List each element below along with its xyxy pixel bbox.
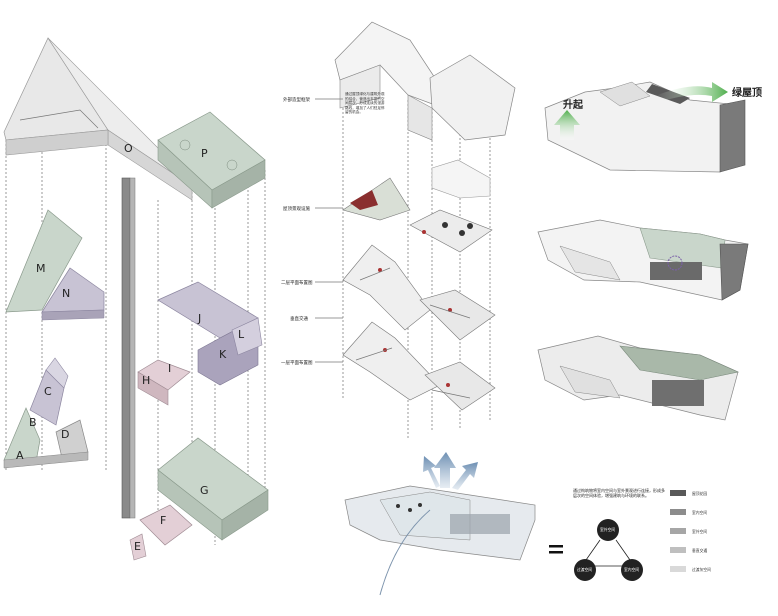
- annotation-second-floor: 二层平面布置图: [281, 279, 313, 286]
- zone-label-p: P: [201, 147, 208, 160]
- air-flow-arrow: [434, 452, 456, 488]
- entrance-marker: [667, 255, 683, 271]
- zone-label-a: A: [16, 449, 24, 462]
- legend-swatch: [670, 566, 686, 572]
- rise-label: 升起: [563, 98, 584, 111]
- flow-diagram: [344, 452, 536, 596]
- massing-diagram-middle: [537, 219, 749, 301]
- exploded-floor-axonometric: 外部造型框架 屋顶景观设施 二层平面布置图 垂直交通 一层平面布置图 通过屋顶绿…: [281, 21, 516, 440]
- zone-hi-block: [137, 359, 191, 406]
- zone-label-b: B: [29, 416, 37, 429]
- circle-indoor-space: [621, 559, 643, 581]
- zone-abcd-block: [3, 357, 89, 469]
- legend-item: 室外空间: [670, 528, 707, 534]
- equals-sign: [549, 545, 563, 554]
- legend-swatch: [670, 509, 686, 515]
- annotation-roof-garden: 屋顶景观设施: [283, 205, 310, 212]
- circle-transition-space: [574, 559, 596, 581]
- circle-top-label: 室外空间: [600, 527, 615, 532]
- exploded-projection-lines: [342, 60, 491, 440]
- zone-letters: O P M N J L K I H C B D A G F E: [16, 142, 245, 553]
- annotation-first-floor: 一层平面布置图: [281, 359, 313, 366]
- second-floor-level: [342, 244, 496, 341]
- annotation-roof: 外部造型框架: [283, 96, 310, 103]
- green-roof-arrow: [655, 82, 728, 102]
- zone-efg-block: [129, 437, 269, 561]
- legend-label: 过渡灰空间: [692, 567, 711, 572]
- legend: 屋顶花园 室内空间 室外空间 垂直交通 过渡灰空间: [670, 490, 711, 572]
- legend-intro: 通过构筑物将室内空间与室外景观进行连接，形成多层次的空间体验，增强建筑与环境的联…: [573, 488, 665, 498]
- legend-item: 屋顶花园: [670, 490, 707, 496]
- circle-outdoor-space: [597, 519, 619, 541]
- zone-label-d: D: [61, 428, 69, 441]
- small-volume: [431, 159, 491, 199]
- zone-label-i: I: [168, 362, 171, 375]
- legend-intro-text: 通过构筑物将室内空间与室外景观进行连接，形成多层次的空间体验，增强建筑与环境的联…: [573, 488, 665, 498]
- air-flow-arrow-right: [452, 462, 478, 490]
- zone-label-f: F: [160, 514, 166, 527]
- legend-label: 室外空间: [692, 529, 707, 534]
- zone-p-block: [157, 111, 266, 209]
- zone-label-j: J: [197, 312, 201, 325]
- vertical-core: [121, 177, 136, 519]
- massing-diagram-top: 升起 绿屋顶: [544, 81, 762, 173]
- zone-o-roof-plate: [3, 37, 193, 201]
- space-relationship-diagram: 室外空间 过渡空间 室内空间: [574, 519, 643, 581]
- annotation-leaders: [315, 98, 343, 363]
- first-floor-level: [342, 321, 496, 411]
- zone-jkl-block: [157, 281, 263, 386]
- legend-label: 屋顶花园: [692, 491, 707, 496]
- zone-label-g: G: [200, 484, 209, 497]
- zone-label-m: M: [36, 262, 46, 275]
- zone-label-h: H: [142, 374, 150, 387]
- circle-right-label: 室内空间: [624, 567, 639, 572]
- zone-label-k: K: [219, 348, 227, 361]
- green-roof-label: 绿屋顶: [732, 86, 762, 99]
- zone-label-n: N: [62, 287, 70, 300]
- legend-item: 垂直交通: [670, 547, 707, 553]
- legend-label: 垂直交通: [692, 548, 707, 553]
- massing-diagram-bottom: [537, 335, 739, 421]
- rise-arrow: [554, 110, 580, 140]
- annotation-vertical-traffic: 垂直交通: [290, 315, 308, 322]
- legend-item: 过渡灰空间: [670, 566, 711, 572]
- description-block: 通过屋顶绿化与建筑外观的结合，营造出丰富的空间层次，形成连续的漫游路线，增加了人…: [345, 92, 385, 115]
- legend-item: 室内空间: [670, 509, 707, 515]
- zone-mn-block: [5, 209, 105, 321]
- zone-label-l: L: [238, 328, 245, 341]
- roof-garden-level: [342, 177, 493, 253]
- air-flow-arrow-left: [423, 456, 440, 488]
- legend-swatch: [670, 528, 686, 534]
- zone-label-o: O: [124, 142, 133, 155]
- legend-swatch: [670, 547, 686, 553]
- description-text: 通过屋顶绿化与建筑外观的结合，营造出丰富的空间层次，形成连续的漫游路线，增加了人…: [345, 92, 385, 115]
- legend-label: 室内空间: [692, 510, 707, 515]
- legend-swatch: [670, 490, 686, 496]
- zone-label-e: E: [134, 540, 141, 553]
- air-flow-curve: [379, 509, 431, 596]
- zone-axonometric: O P M N J L K I H C B D A G F E: [3, 37, 269, 561]
- circle-left-label: 过渡空间: [577, 567, 592, 572]
- zone-label-c: C: [44, 385, 52, 398]
